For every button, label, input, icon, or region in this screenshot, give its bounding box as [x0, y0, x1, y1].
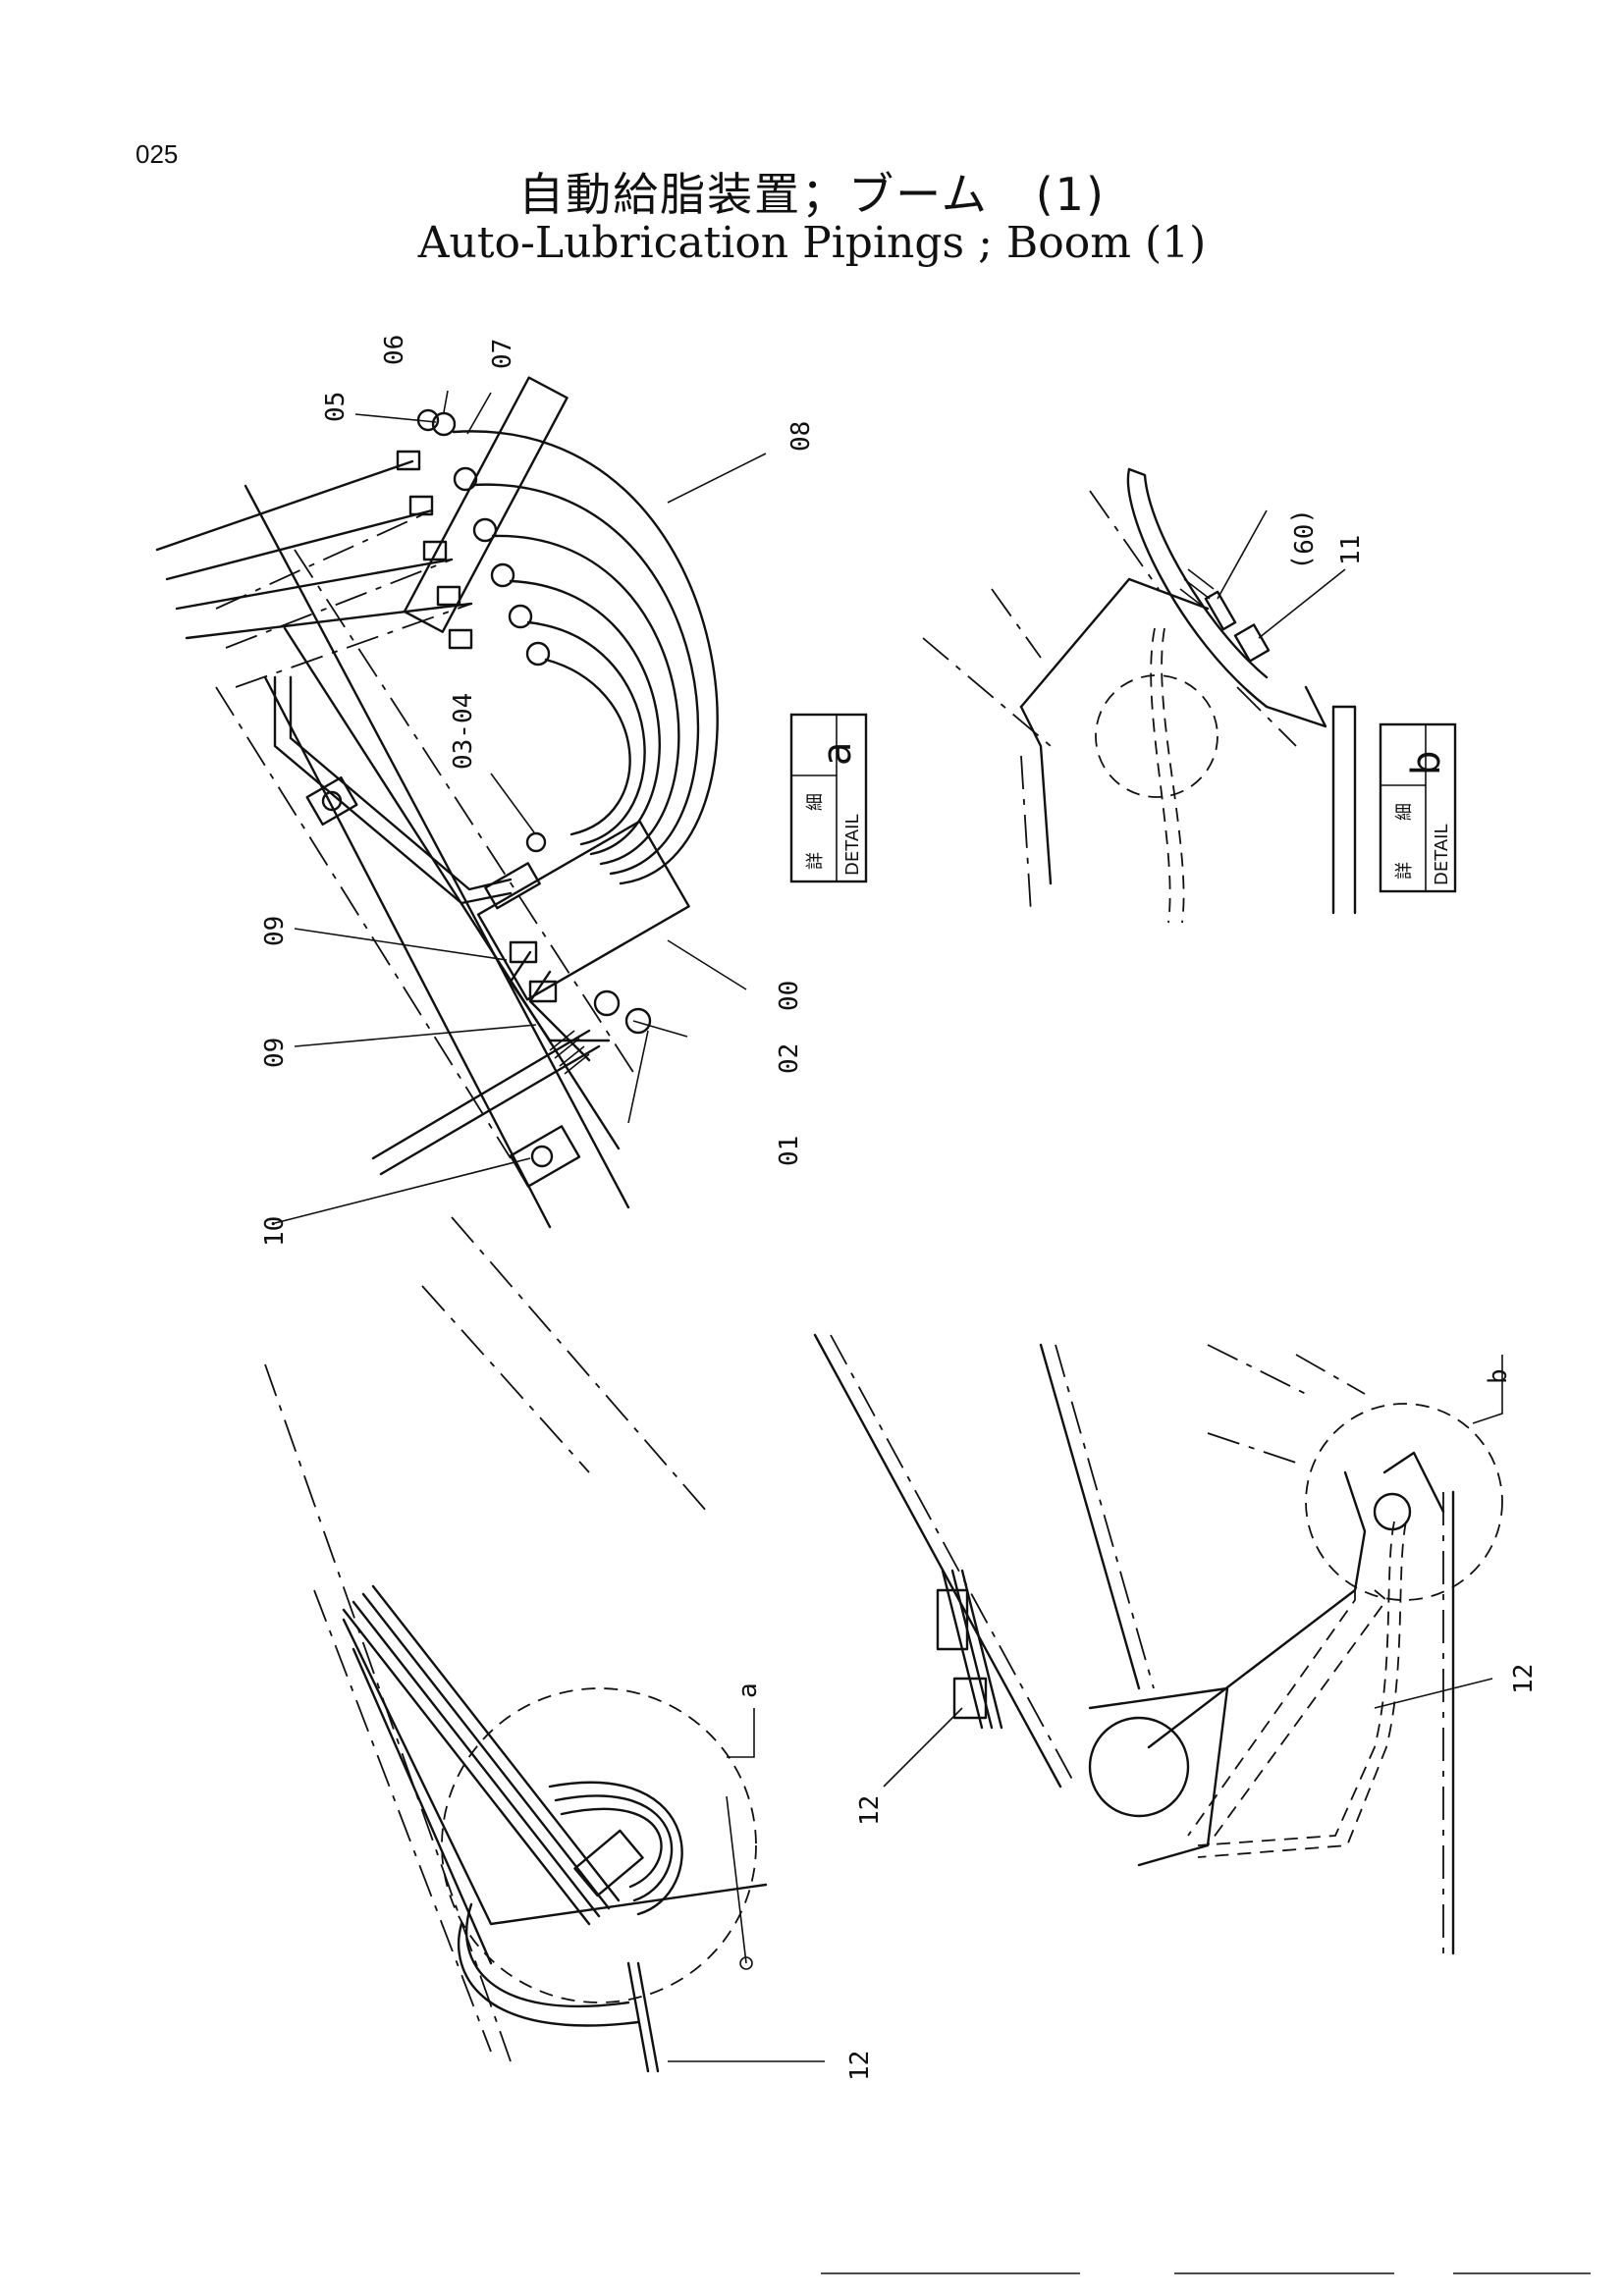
detail-a-en: DETAIL	[842, 815, 863, 876]
callout-b: b	[1484, 1368, 1513, 1384]
callout-03-04: 03-04	[449, 693, 478, 770]
detail-a-label: 詳 細 DETAIL a	[789, 713, 868, 883]
boom-overview-right: b 12 12	[813, 1333, 1539, 1955]
page-number: 025	[135, 139, 179, 169]
callout-11: 11	[1336, 535, 1366, 565]
callout-06: 06	[380, 335, 409, 365]
callout-02: 02	[775, 1043, 804, 1074]
page-title-english: Auto-Lubrication Pipings ; Boom (1)	[417, 218, 1207, 268]
callout-09-lower: 09	[260, 1038, 290, 1068]
callout-05: 05	[321, 392, 351, 422]
callout-08: 08	[786, 421, 816, 452]
detail-b-label: 詳 細 DETAIL b	[1379, 722, 1457, 893]
detail-a-jp2: 細	[805, 793, 826, 811]
detail-b-jp2: 細	[1394, 803, 1415, 821]
callout-07: 07	[488, 339, 517, 369]
callout-09-upper: 09	[260, 916, 290, 946]
detail-a-letter: a	[815, 741, 860, 766]
detail-a-jp1: 詳	[805, 852, 826, 870]
page-title-japanese: 自動給脂装置；ブーム (1)	[518, 168, 1106, 221]
boom-overview-left: a 12	[264, 1216, 875, 2081]
callout-10: 10	[260, 1216, 290, 1247]
detail-b-jp1: 詳	[1394, 862, 1415, 880]
detail-b-letter: b	[1404, 751, 1449, 775]
detail-b-drawing	[922, 467, 1357, 924]
detail-b-callouts: (09) 11	[1217, 508, 1366, 639]
callout-09-reference: (09)	[1287, 508, 1317, 570]
detail-a-drawing	[155, 376, 719, 1229]
callout-12-middle: 12	[855, 1795, 885, 1826]
callout-12-right: 12	[1509, 1664, 1539, 1694]
callout-01: 01	[775, 1136, 804, 1166]
callout-a: a	[733, 1682, 763, 1698]
detail-a-callouts: 05 06 07 08 03-04 09 09 10 01 02 00	[260, 335, 816, 1247]
callout-00: 00	[775, 981, 804, 1011]
detail-b-en: DETAIL	[1432, 825, 1452, 885]
callout-12-left: 12	[845, 2051, 875, 2081]
